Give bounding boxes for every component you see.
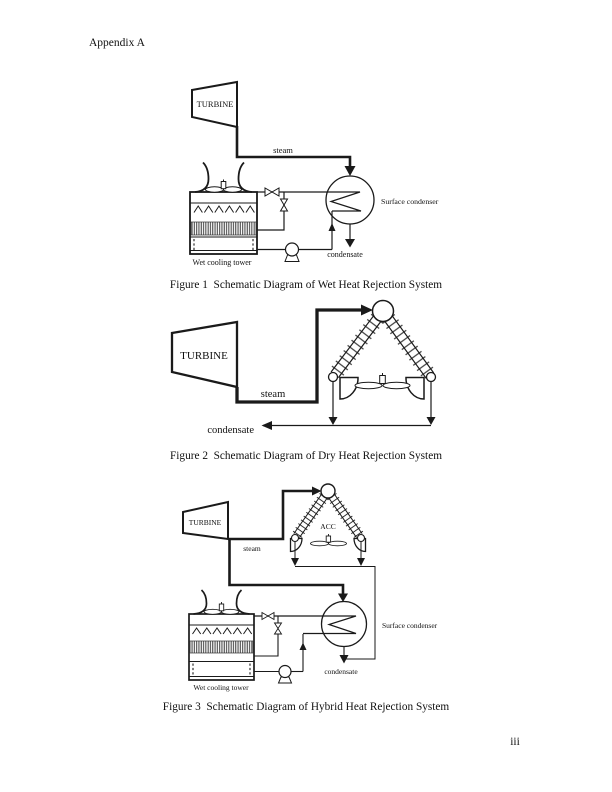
fig3-fill-media [189, 640, 254, 654]
appendix-header: Appendix A [89, 37, 145, 49]
fig3-piping [254, 611, 307, 684]
fig2-steam-pipe: steam [235, 304, 373, 404]
fig1-tower-label: Wet cooling tower [193, 258, 252, 267]
fig3-valve-1 [261, 611, 275, 621]
fig3-condensate-header-left [290, 533, 300, 543]
fig3-tower-fan [203, 602, 240, 615]
fig3-acc-leg-left [292, 491, 330, 539]
figure-1-caption: Figure 1 Schematic Diagram of Wet Heat R… [169, 279, 443, 291]
fig2-turbine-label: TURBINE [180, 350, 228, 362]
fig3-steam-arrow-acc [312, 486, 322, 496]
fig1-tower-fan [205, 179, 242, 193]
fig3-surface-condenser: Surface condenser [254, 600, 438, 648]
fig3-cooling-tower: Wet cooling tower [188, 589, 255, 692]
fig1-valve-1 [264, 187, 280, 197]
fig3-condensate-label: condensate [324, 667, 358, 676]
fig1-condensate-label: condensate [327, 250, 363, 259]
fig1-turbine-label: TURBINE [197, 99, 234, 109]
fig1-spray-nozzles [193, 205, 255, 213]
fig2-condensate-label: condensate [207, 425, 254, 436]
figure-3-diagram: TURBINE steam [182, 483, 438, 692]
fig1-condensate-line: condensate [327, 224, 363, 259]
fig1-steam-pipe: steam [235, 126, 356, 176]
fig2-air-cooled-condenser [327, 299, 437, 400]
fig1-flow-arrow [328, 223, 336, 231]
page-number: iii [510, 736, 520, 748]
fig1-tower-stack-left [194, 161, 210, 193]
fig1-condensate-arrow [345, 239, 355, 248]
fig1-tower-stack-right [237, 161, 253, 193]
fig3-condensate-header-right [356, 533, 366, 543]
fig2-plenum-right [405, 376, 425, 400]
fig1-steam-label: steam [273, 145, 293, 155]
fig2-steam-header [371, 299, 395, 323]
fig3-valve-2 [273, 622, 283, 635]
fig2-acc-leg-left [328, 312, 385, 380]
fig3-steam-arrow-condenser [338, 593, 348, 602]
fig3-acc-condensate-line [291, 541, 376, 660]
fig2-acc-fan [354, 373, 411, 390]
fig1-cooling-tower: Wet cooling tower [189, 161, 258, 267]
fig3-steam-label: steam [243, 544, 261, 553]
fig2-steam-label: steam [261, 389, 286, 400]
fig3-plenum-right [353, 537, 367, 553]
fig1-valve-2 [279, 198, 289, 212]
fig3-acc-fan [310, 534, 347, 547]
fig3-turbine-label: TURBINE [189, 518, 222, 527]
fig1-turbine: TURBINE [191, 80, 238, 129]
fig3-acc-leg-right [326, 491, 364, 539]
fig3-turbine: TURBINE [182, 500, 229, 541]
fig3-condensate-line: condensate [324, 646, 358, 676]
fig3-condenser-label: Surface condenser [382, 621, 438, 630]
fig3-pump [277, 664, 293, 684]
fig3-flow-arrow [299, 642, 307, 650]
fig1-piping [257, 187, 336, 262]
fig2-turbine: TURBINE [170, 320, 239, 389]
fig2-plenum-left [339, 376, 359, 400]
fig2-condensate-arrow [261, 421, 272, 430]
fig3-acc-label: ACC [320, 522, 335, 531]
fig3-condensate-arrow [339, 655, 349, 664]
fig1-fill-media [190, 221, 257, 236]
fig3-tower-stack-left [193, 589, 208, 615]
fig2-steam-arrow [361, 304, 373, 316]
figure-3-caption: Figure 3 Schematic Diagram of Hybrid Hea… [162, 701, 450, 713]
fig3-spray-nozzles [192, 627, 253, 635]
fig3-steam-header [320, 483, 336, 499]
fig2-condensate-header-left [327, 371, 339, 383]
fig2-condensate-header-right [425, 371, 437, 383]
figure-2-diagram: TURBINE steam [170, 299, 437, 436]
fig1-steam-arrow [344, 166, 356, 176]
fig1-condenser-label: Surface condenser [381, 197, 439, 206]
fig3-tower-stack-right [235, 589, 250, 615]
fig3-plenum-left [289, 537, 303, 553]
fig2-acc-leg-right [381, 312, 437, 381]
figure-1-diagram: TURBINE steam Surface condenser condensa… [189, 80, 439, 267]
fig1-pump [284, 242, 300, 262]
figure-2-caption: Figure 2 Schematic Diagram of Dry Heat R… [170, 450, 442, 462]
fig3-tower-label: Wet cooling tower [193, 683, 249, 692]
fig3-air-cooled-condenser: ACC [289, 483, 367, 553]
fig3-steam-pipe: steam [228, 486, 348, 602]
fig2-condensate-line: condensate [207, 381, 436, 436]
fig1-surface-condenser: Surface condenser [257, 175, 439, 225]
